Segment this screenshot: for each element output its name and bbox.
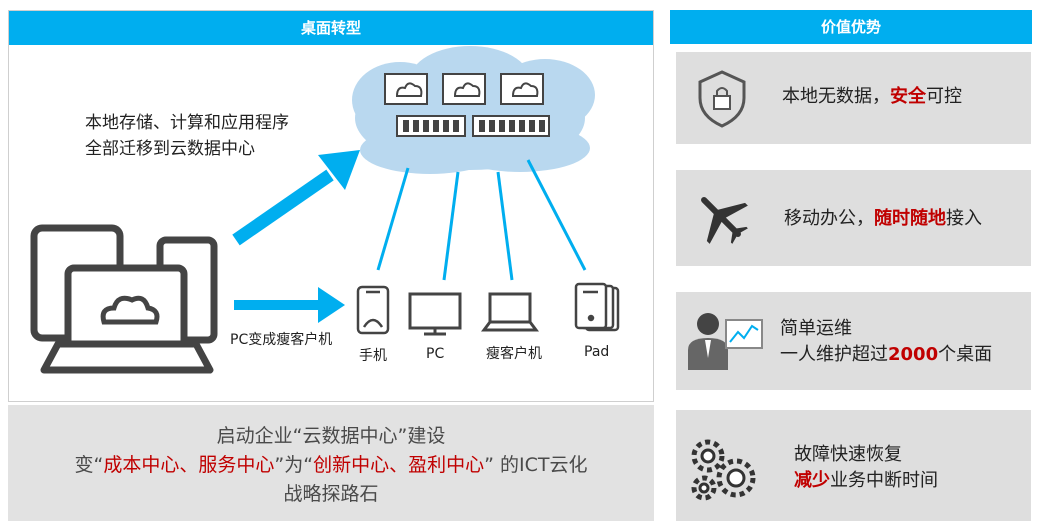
strategy-line2-prefix: 变“ — [74, 454, 104, 476]
strategy-red-innovation-center: 创新中心、盈利中心 — [313, 454, 485, 476]
ops-text-pre: 一人维护超过 — [780, 344, 888, 365]
recovery-text-line1: 故障快速恢复 — [794, 444, 902, 465]
shield-lock-icon — [698, 70, 746, 128]
value-card-mobile-text: 移动办公，随时随地接入 — [784, 204, 982, 230]
strategy-box: 启动企业“云数据中心”建设 变“成本中心、服务中心”为“创新中心、盈利中心” 的… — [8, 405, 654, 521]
admin-monitor-icon — [688, 313, 763, 370]
strategy-red-cost-center: 成本中心、服务中心 — [103, 454, 275, 476]
legacy-devices-icon — [30, 224, 218, 374]
ops-text-line2: 一人维护超过2000个桌面 — [780, 342, 992, 368]
device-label-pc: PC — [426, 346, 445, 362]
migration-text-line2: 全部迁移到云数据中心 — [85, 139, 255, 159]
panel-header-desktop: 桌面转型 — [9, 11, 653, 45]
recovery-text-line2: 减少业务中断时间 — [794, 468, 938, 494]
laptop-cloud-icon — [100, 295, 160, 325]
ops-text-red: 2000 — [888, 344, 939, 365]
value-card-mobile: 移动办公，随时随地接入 — [676, 170, 1031, 266]
cloud-monitor-icon — [384, 73, 544, 105]
strategy-line1: 启动企业“云数据中心”建设 — [216, 425, 446, 447]
thin-client-arrow-icon — [234, 287, 345, 323]
value-card-recovery: 故障快速恢复 减少业务中断时间 — [676, 410, 1031, 521]
gears-icon — [691, 439, 756, 501]
security-text-pre: 本地无数据， — [782, 86, 890, 107]
mobile-text-red: 随时随地 — [874, 208, 946, 229]
recovery-text-post: 业务中断时间 — [830, 470, 938, 491]
value-card-security-text: 本地无数据，安全可控 — [782, 82, 962, 108]
device-label-phone: 手机 — [359, 348, 387, 364]
value-card-recovery-text: 故障快速恢复 减少业务中断时间 — [794, 442, 938, 494]
strategy-line2-mid: ”为“ — [274, 454, 314, 476]
ops-text-line1: 简单运维 — [780, 318, 852, 339]
value-card-ops-text: 简单运维 一人维护超过2000个桌面 — [780, 316, 992, 368]
security-text-post: 可控 — [926, 86, 962, 107]
strategy-line2-suffix: ” 的ICT云化 — [484, 454, 588, 476]
phone-icon — [356, 285, 390, 335]
device-label-thin-client: 瘦客户机 — [486, 346, 542, 362]
strategy-line3: 战略探路石 — [283, 483, 379, 505]
migration-text-line1: 本地存储、计算和应用程序 — [85, 113, 289, 133]
strategy-line2: 变“成本中心、服务中心”为“创新中心、盈利中心” 的ICT云化 — [8, 450, 654, 477]
ops-text-post: 个桌面 — [938, 344, 993, 365]
value-card-ops: 简单运维 一人维护超过2000个桌面 — [676, 292, 1031, 390]
panel-header-value: 价值优势 — [670, 10, 1032, 44]
thin-client-label: PC变成瘦客户机 — [230, 332, 333, 348]
connection-lines — [376, 159, 587, 281]
pc-monitor-icon — [408, 292, 462, 336]
desktop-diagram — [30, 46, 620, 374]
cloud-icon — [352, 46, 595, 174]
security-text-red: 安全 — [890, 86, 926, 107]
migration-arrow-icon — [232, 150, 360, 246]
server-rack-icon — [396, 115, 550, 137]
pad-icon — [574, 282, 620, 332]
value-card-security: 本地无数据，安全可控 — [676, 52, 1031, 144]
mobile-text-post: 接入 — [946, 208, 982, 229]
airplane-icon — [701, 197, 748, 244]
recovery-text-red: 减少 — [794, 470, 830, 491]
migration-text: 本地存储、计算和应用程序 全部迁移到云数据中心 — [85, 110, 289, 162]
thin-client-icon — [481, 292, 539, 332]
device-label-pad: Pad — [584, 344, 610, 360]
mobile-text-pre: 移动办公， — [784, 208, 874, 229]
